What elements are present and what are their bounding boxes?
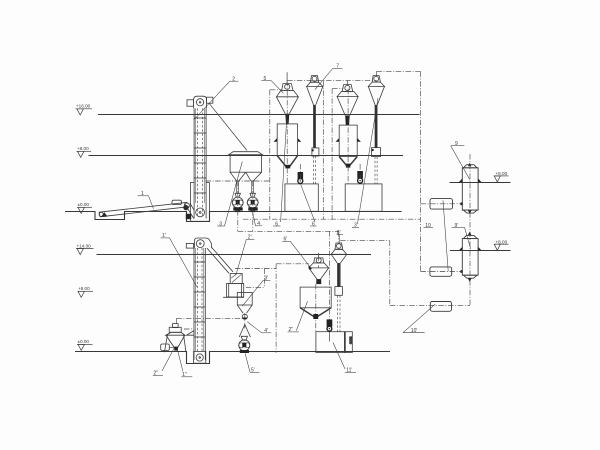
svg-text:+8.00: +8.00 — [496, 239, 508, 244]
svg-text:2: 2 — [232, 76, 235, 82]
svg-text:2': 2' — [248, 235, 252, 241]
svg-text:4: 4 — [257, 221, 260, 227]
svg-text:7: 7 — [336, 64, 339, 70]
svg-text:±0.00: ±0.00 — [78, 339, 90, 344]
svg-text:10: 10 — [425, 223, 431, 229]
svg-text:1': 1' — [162, 233, 166, 239]
svg-text:5': 5' — [251, 368, 255, 374]
svg-text:9: 9 — [455, 141, 458, 147]
svg-text:3: 3 — [219, 221, 222, 227]
svg-text:1: 1 — [141, 191, 144, 197]
svg-text:11': 11' — [346, 368, 352, 374]
svg-text:4': 4' — [264, 328, 268, 334]
svg-text:1'': 1'' — [182, 372, 187, 378]
svg-text:+8.00: +8.00 — [78, 286, 90, 291]
svg-text:±0.00: ±0.00 — [78, 202, 90, 207]
svg-text:6': 6' — [284, 237, 288, 243]
svg-text:6: 6 — [312, 221, 315, 227]
svg-text:8': 8' — [337, 230, 341, 236]
svg-text:+16.00: +16.00 — [76, 104, 91, 109]
svg-text:+8.00: +8.00 — [496, 171, 508, 176]
svg-text:6: 6 — [275, 221, 278, 227]
svg-text:+14.00: +14.00 — [77, 243, 92, 248]
svg-text:3: 3 — [354, 223, 357, 229]
svg-text:3': 3' — [265, 276, 269, 282]
svg-text:2'': 2'' — [154, 371, 159, 377]
svg-text:5: 5 — [264, 76, 267, 82]
svg-text:9': 9' — [455, 223, 459, 229]
svg-text:3000: 3000 — [349, 337, 353, 345]
svg-text:10': 10' — [411, 328, 418, 334]
svg-text:+8.00: +8.00 — [77, 146, 89, 151]
svg-text:2'': 2'' — [289, 327, 294, 333]
